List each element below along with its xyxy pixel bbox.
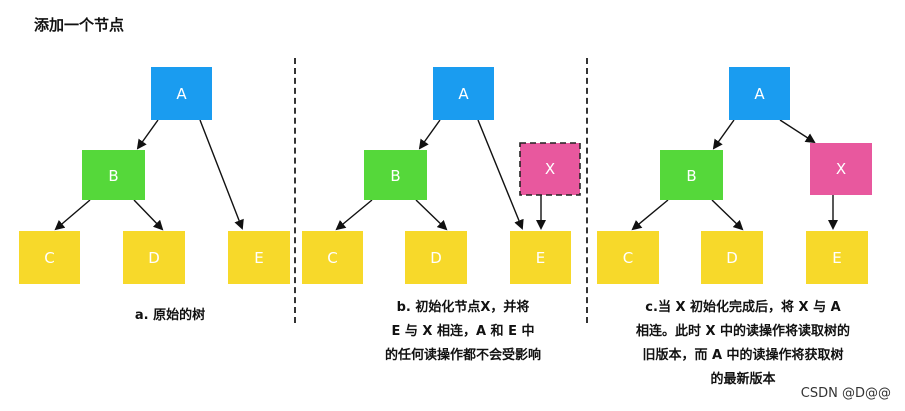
node-c-label: C (623, 249, 633, 267)
panel-divider-2 (586, 58, 588, 323)
node-x-label: X (836, 160, 846, 178)
node-a-label: A (176, 85, 187, 103)
node-a (151, 67, 212, 120)
edge-b-d (133, 199, 164, 231)
node-e-label: E (536, 249, 545, 267)
node-a-label: A (458, 85, 469, 103)
node-x (810, 143, 872, 195)
edge-a-b (712, 119, 735, 150)
edge-b-c (631, 199, 669, 231)
caption-b: b. 初始化节点X，并将 E 与 X 相连，A 和 E 中 的任何读操作都不会受… (348, 296, 578, 368)
csdn-watermark: CSDN @D@@ (800, 386, 891, 401)
node-x-label: X (545, 160, 555, 178)
panel-c-tree: A B C D E X (597, 67, 872, 284)
node-d-label: D (148, 249, 160, 267)
node-c (597, 231, 659, 284)
caption-b-line-2: E 与 X 相连，A 和 E 中 (391, 324, 535, 339)
node-e (510, 231, 571, 284)
caption-a-line-1: a. 原始的树 (134, 308, 206, 323)
node-d (405, 231, 467, 284)
diagram-heading: 添加一个节点 (34, 16, 125, 34)
node-a (729, 67, 790, 120)
node-c-label: C (327, 249, 337, 267)
node-b-label: B (108, 167, 118, 185)
node-e (228, 231, 290, 284)
edge-b-c (335, 199, 373, 231)
node-e (806, 231, 868, 284)
node-c (302, 231, 363, 284)
node-x-dashed (519, 142, 581, 196)
caption-c-line-2: 相连。此时 X 中的读操作将读取树的 (635, 324, 851, 339)
node-a-label: A (754, 85, 765, 103)
caption-b-line-1: b. 初始化节点X，并将 (396, 300, 530, 315)
node-b (82, 150, 145, 200)
caption-a: a. 原始的树 (80, 304, 260, 328)
node-a (433, 67, 494, 120)
node-e-label: E (254, 249, 263, 267)
edge-a-x (779, 119, 816, 144)
node-b (660, 150, 723, 200)
node-b (364, 150, 427, 200)
edge-a-b (418, 119, 441, 150)
panel-a-tree: A B C D E (19, 67, 290, 284)
caption-c-line-1: c.当 X 初始化完成后，将 X 与 A (645, 300, 841, 315)
node-e-label: E (832, 249, 841, 267)
node-d (123, 231, 185, 284)
panel-b-tree: A B C D E X (302, 67, 581, 284)
edge-b-c (54, 199, 91, 231)
edge-a-e (199, 119, 244, 230)
node-d-label: D (726, 249, 738, 267)
edge-a-e (477, 119, 524, 230)
node-b-label: B (686, 167, 696, 185)
panel-divider-1 (294, 58, 296, 323)
edge-a-b (136, 119, 159, 150)
caption-c: c.当 X 初始化完成后，将 X 与 A 相连。此时 X 中的读操作将读取树的 … (600, 296, 886, 392)
node-d-label: D (430, 249, 442, 267)
node-b-label: B (390, 167, 400, 185)
caption-b-line-3: 的任何读操作都不会受影响 (384, 348, 541, 363)
caption-c-line-3: 旧版本，而 A 中的读操作将获取树 (642, 348, 844, 363)
node-c-label: C (44, 249, 54, 267)
edge-b-d (415, 199, 448, 231)
node-c (19, 231, 80, 284)
node-d (701, 231, 763, 284)
edge-b-d (711, 199, 744, 231)
caption-c-line-4: 的最新版本 (710, 372, 776, 387)
